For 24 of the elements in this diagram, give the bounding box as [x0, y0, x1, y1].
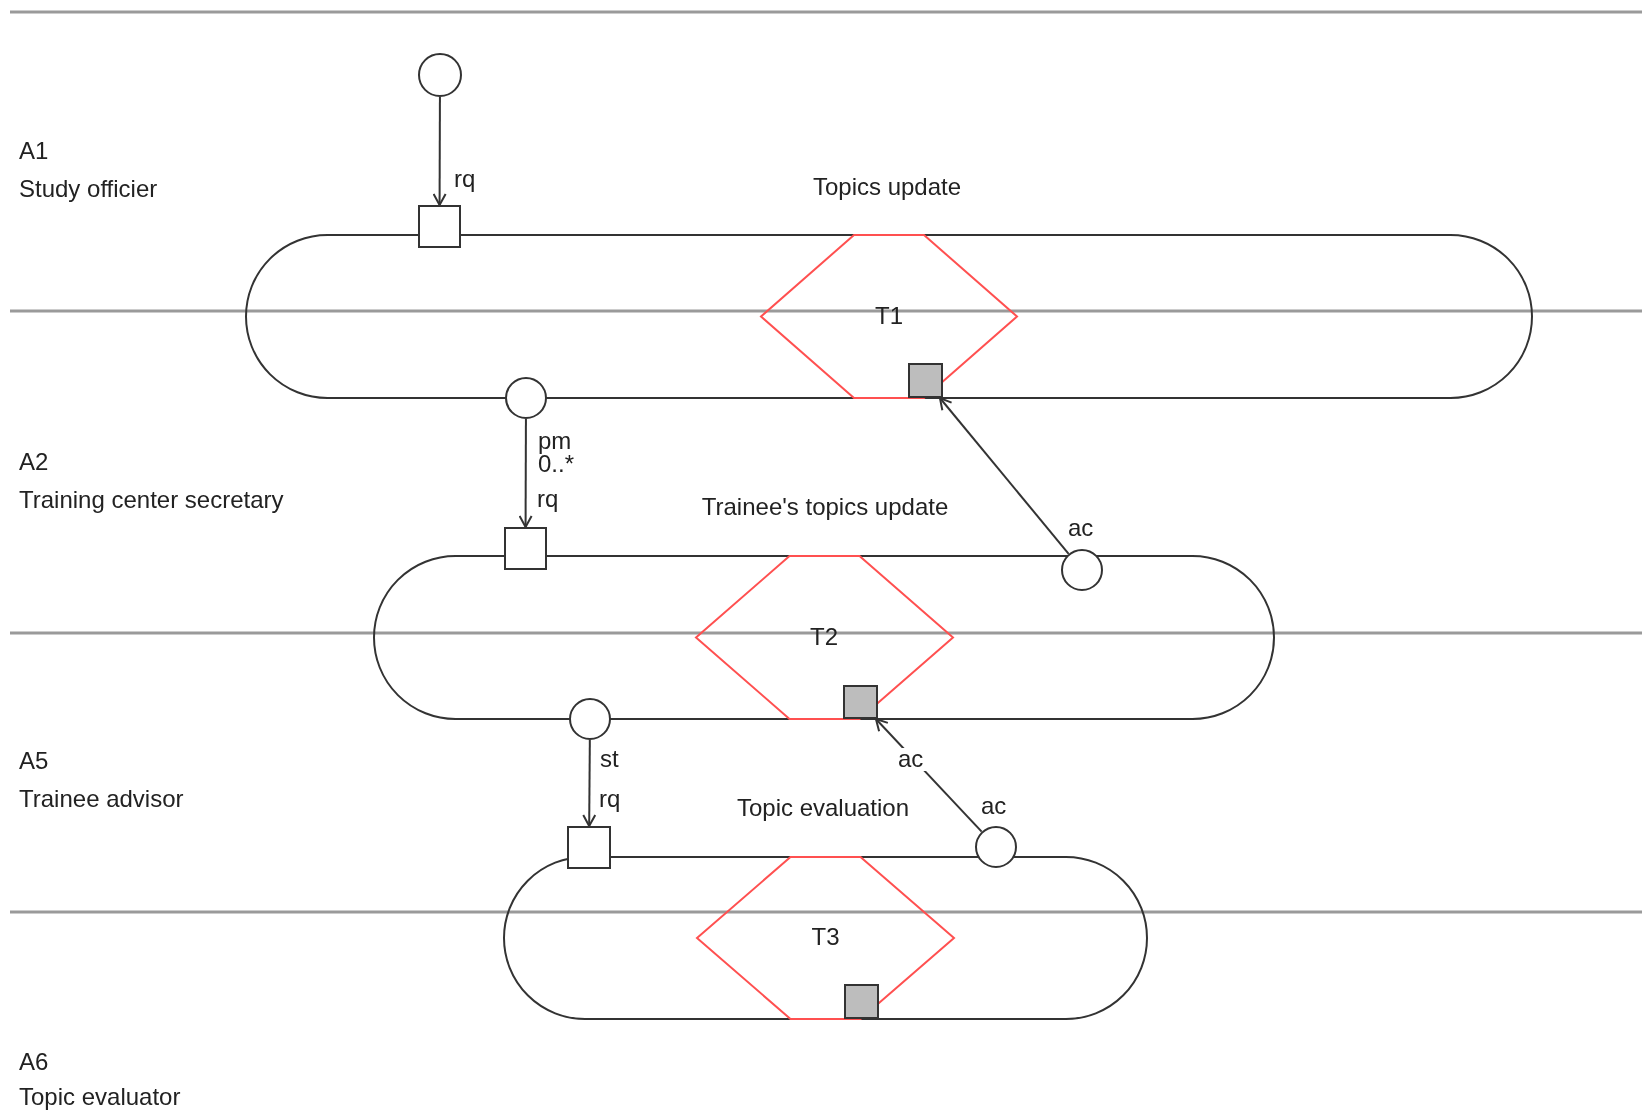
transaction-title: Topic evaluation [736, 795, 910, 822]
transaction-title: Topics update [812, 174, 962, 201]
transaction-id: T2 [809, 623, 839, 650]
actor-label: Topic evaluator [19, 1084, 181, 1111]
actor-label: Trainee advisor [19, 786, 184, 813]
actor-label: Study officier [19, 176, 158, 203]
act-type-label: ac [981, 793, 1007, 820]
transaction-id: T3 [810, 924, 841, 951]
actor-label: A2 [19, 449, 49, 476]
transaction-title: Trainee's topics update [701, 494, 949, 521]
actor-label: Training center secretary [19, 487, 284, 514]
arrow [582, 739, 597, 827]
act-type-label: rq [537, 486, 559, 513]
actor-label: A1 [19, 138, 49, 165]
act-type-label: rq [599, 786, 621, 813]
arrow [938, 397, 1070, 555]
act-type-label: ac [1068, 515, 1094, 542]
actor-label: A6 [19, 1049, 49, 1076]
arrow [518, 418, 533, 528]
actor-label: A5 [19, 748, 49, 775]
act-type-label: rq [454, 166, 476, 193]
arrow [874, 718, 983, 833]
arrow [432, 96, 447, 206]
transaction-id: T1 [874, 302, 904, 329]
